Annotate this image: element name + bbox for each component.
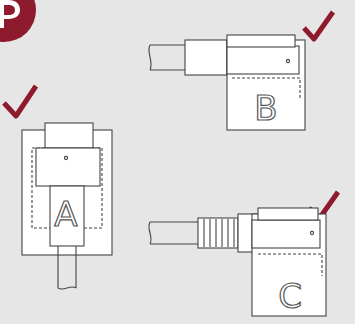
rib bbox=[227, 219, 228, 247]
rib bbox=[209, 219, 210, 247]
port-letter: A bbox=[54, 197, 77, 231]
rib bbox=[221, 219, 222, 247]
rib bbox=[233, 219, 234, 247]
badge-glyph bbox=[0, 0, 20, 28]
port-a bbox=[22, 123, 112, 289]
check-mark bbox=[4, 86, 36, 116]
check-mark bbox=[304, 12, 333, 39]
rib bbox=[203, 219, 204, 247]
strain-relief-ribs bbox=[204, 219, 234, 247]
step-badge bbox=[0, 0, 36, 42]
port-b bbox=[149, 35, 305, 130]
port-letter: C bbox=[278, 279, 302, 313]
rib bbox=[215, 219, 216, 247]
port-letter: B bbox=[254, 91, 277, 125]
port-c bbox=[149, 208, 326, 316]
